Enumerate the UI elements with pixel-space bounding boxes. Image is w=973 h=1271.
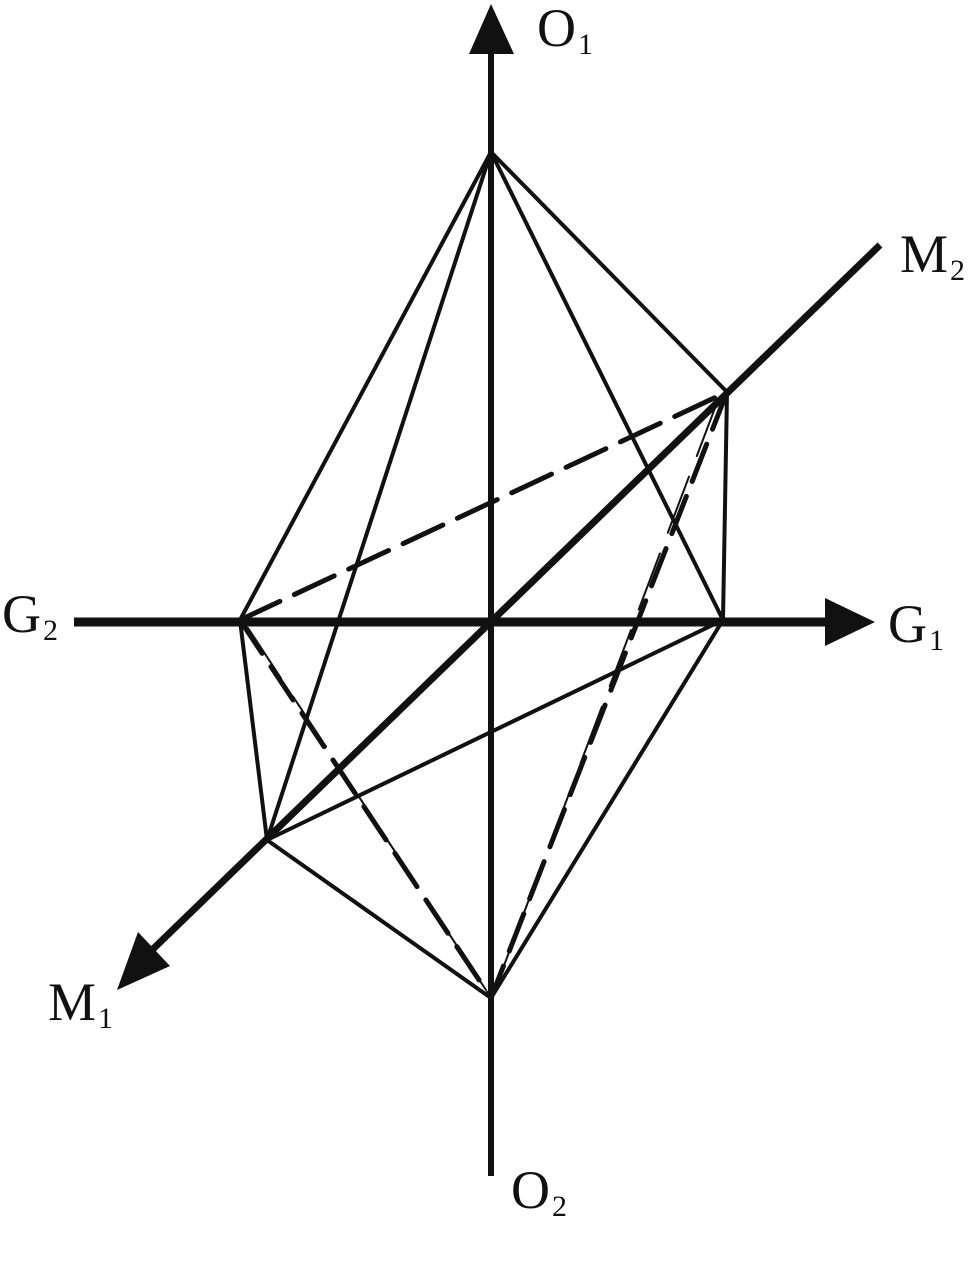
diagonal-axis-m — [149, 242, 883, 953]
edge-top-m2 — [489, 150, 729, 394]
arrow-g1-icon — [825, 598, 875, 646]
edge-m1-g1 — [265, 618, 725, 842]
edge-m2-bottom-hidden-thin — [493, 399, 719, 993]
arrow-m1-icon — [117, 932, 170, 990]
edge-g2-m2-hidden — [237, 389, 730, 623]
label-g1: G1 — [888, 594, 944, 657]
axes — [74, 52, 883, 1176]
edge-top-g2 — [238, 150, 493, 622]
edge-g1-bottom — [489, 618, 725, 1000]
dashed-edges — [237, 389, 730, 1001]
edge-top-m1 — [265, 150, 493, 842]
label-m1: M1 — [48, 972, 113, 1035]
arrowheads — [117, 4, 875, 990]
edge-top-g1 — [489, 150, 725, 622]
edge-m2-g1 — [721, 390, 729, 622]
edge-g2-bottom-hidden-thin — [247, 627, 487, 991]
label-g2: G2 — [2, 584, 58, 647]
label-m2: M2 — [900, 224, 965, 287]
solid-edges — [238, 150, 729, 1000]
edge-g2-m1 — [238, 618, 269, 842]
label-o2: O2 — [511, 1160, 567, 1223]
axis-labels: O1 O2 G1 G2 M1 M2 — [2, 0, 965, 1223]
label-o1: O1 — [537, 0, 593, 61]
edge-m1-bottom — [265, 838, 493, 1000]
arrow-o1-icon — [469, 4, 514, 54]
